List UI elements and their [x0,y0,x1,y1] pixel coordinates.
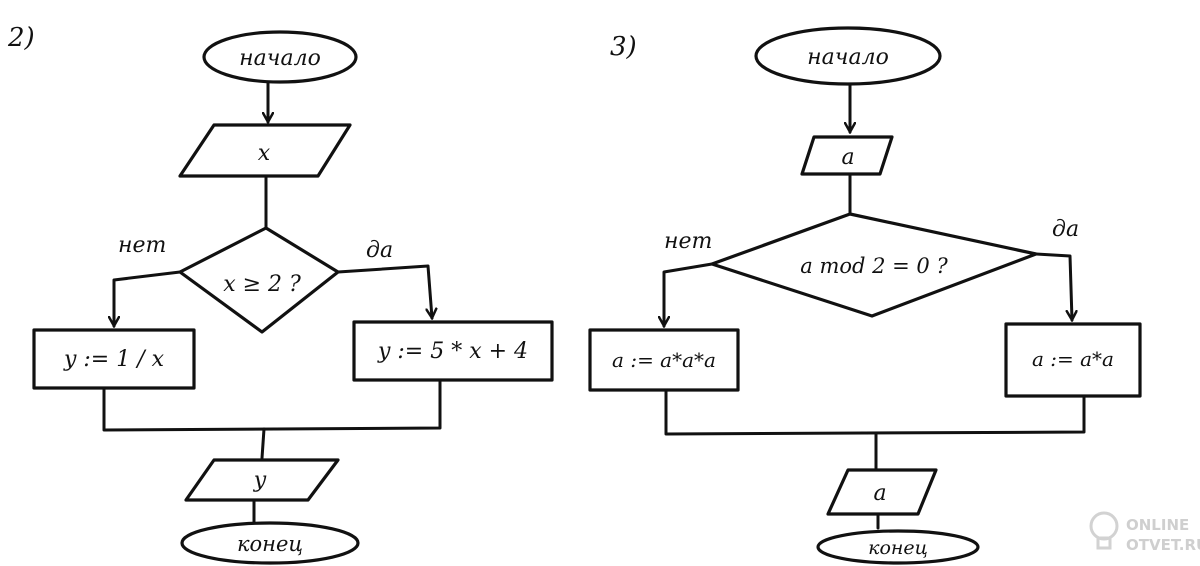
flowchart-2-start-label: начало [239,46,321,71]
flowchart-2-process-no: y := 1 / x [32,328,196,390]
flowchart-2-input: x [178,123,352,178]
flowchart-3: 3) начало a a mod 2 = 0 ? нет да a := a*… [588,26,1142,565]
flowchart-3-process-no-label: a := a*a*a [612,348,716,372]
flowchart-2-arrow-yes [336,264,432,318]
flowchart-3-branch-yes-label: да [1052,217,1079,242]
flowchart-2-decision: x ≥ 2 ? [178,226,340,334]
flowchart-2-input-label: x [258,141,271,166]
watermark: ONLINE OTVET.RU [1089,511,1200,554]
flowchart-3-branch-no-label: нет [664,229,712,254]
flowchart-3-start-label: начало [807,45,889,70]
flowchart-3-arrow-yes [1034,252,1072,320]
flowchart-2-process-yes-label: y := 5 * x + 4 [377,339,528,364]
flowchart-3-process-yes: a := a*a [1004,322,1142,398]
flowchart-2-branch-no-label: нет [118,233,166,258]
flowchart-2-process-yes: y := 5 * x + 4 [352,320,554,382]
lightbulb-icon [1089,511,1119,550]
flowchart-3-end: конец [816,529,980,565]
flowchart-2-end-label: конец [237,532,303,556]
flowchart-2-arrow-no [114,270,182,326]
flowchart-2-process-no-label: y := 1 / x [63,347,165,372]
flowchart-2-start: начало [202,30,358,84]
flowchart-3-input: a [800,135,894,176]
flowchart-2-branch-yes-label: да [366,238,393,263]
flowchart-2-decision-label: x ≥ 2 ? [223,272,301,297]
flowchart-2: 2) начало x x ≥ 2 ? нет да y := 1 / x [7,23,554,565]
flowchart-3-input-label: a [841,145,854,170]
flowchart-3-output-label: a [873,481,886,506]
flowchart-3-end-label: конец [868,537,928,559]
flowchart-2-line-merge-output [260,427,266,460]
flowchart-3-process-no: a := a*a*a [588,328,740,392]
flowchart-3-start: начало [754,26,942,86]
flowchart-3-arrow-no [664,262,714,326]
flowchart-2-merge-line [102,378,442,432]
flowchart-2-number: 2) [7,23,35,53]
flowchart-3-decision-label: a mod 2 = 0 ? [800,254,948,278]
flowchart-2-end: конец [180,521,360,565]
flowchart-3-decision: a mod 2 = 0 ? [710,212,1038,318]
flowchart-3-process-yes-label: a := a*a [1032,347,1114,371]
watermark-line2: OTVET.RU [1126,536,1200,554]
watermark-line1: ONLINE [1126,516,1189,534]
flowchart-2-output-label: y [253,468,267,493]
flowchart-3-output: a [826,468,938,516]
flowchart-3-number: 3) [610,32,637,62]
flowchart-2-output: y [184,458,340,502]
